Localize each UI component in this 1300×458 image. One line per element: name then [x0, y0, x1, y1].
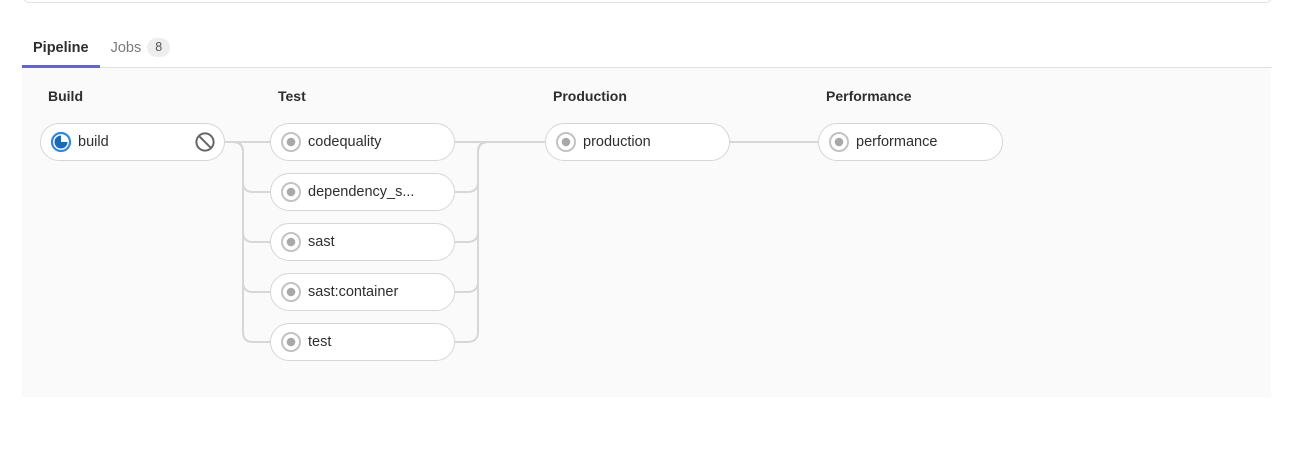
job-label: sast:container — [308, 284, 399, 300]
job-sast[interactable]: sast — [270, 223, 455, 261]
job-performance[interactable]: performance — [818, 123, 1003, 161]
job-label: build — [78, 134, 109, 150]
stage-build: Build build — [40, 68, 225, 173]
stage-test-jobs: codequality dependency_s... sast — [270, 123, 455, 361]
stage-production: Production production — [545, 68, 730, 173]
status-created-icon — [281, 232, 301, 252]
status-created-icon — [281, 132, 301, 152]
status-created-icon — [281, 282, 301, 302]
page-content: Pipeline Jobs 8 — [22, 0, 1272, 397]
status-created-icon — [281, 332, 301, 352]
job-codequality[interactable]: codequality — [270, 123, 455, 161]
stage-connector-lines — [225, 141, 818, 343]
jobs-count-badge: 8 — [147, 38, 171, 57]
job-label: production — [583, 134, 651, 150]
stage-performance: Performance performance — [818, 68, 1003, 173]
status-running-icon — [50, 131, 72, 153]
job-label: sast — [308, 234, 335, 250]
job-label: dependency_s... — [308, 184, 415, 200]
stage-production-jobs: production — [545, 123, 730, 161]
status-created-icon — [281, 182, 301, 202]
stage-title-production: Production — [553, 88, 627, 104]
tab-jobs-label: Jobs — [110, 39, 142, 56]
job-label: codequality — [308, 134, 382, 150]
stage-title-performance: Performance — [826, 88, 912, 104]
job-production[interactable]: production — [545, 123, 730, 161]
job-dependency-scanning[interactable]: dependency_s... — [270, 173, 455, 211]
job-sast-container[interactable]: sast:container — [270, 273, 455, 311]
stage-test: Test codequality dependency_s... — [270, 68, 455, 373]
stage-title-build: Build — [48, 88, 83, 104]
job-label: test — [308, 334, 332, 350]
cancel-icon — [195, 132, 215, 152]
tab-pipeline[interactable]: Pipeline — [22, 30, 100, 68]
pipeline-graph: Build build — [22, 68, 1271, 397]
stage-build-jobs: build — [40, 123, 225, 161]
stage-title-test: Test — [278, 88, 306, 104]
stage-performance-jobs: performance — [818, 123, 1003, 161]
tab-jobs[interactable]: Jobs 8 — [100, 30, 182, 68]
cancel-job-button[interactable] — [194, 131, 216, 153]
tab-pipeline-label: Pipeline — [33, 39, 89, 56]
status-created-icon — [829, 132, 849, 152]
job-test[interactable]: test — [270, 323, 455, 361]
job-label: performance — [856, 134, 938, 150]
pipeline-tabs: Pipeline Jobs 8 — [22, 30, 1272, 68]
status-created-icon — [556, 132, 576, 152]
job-build[interactable]: build — [40, 123, 225, 161]
